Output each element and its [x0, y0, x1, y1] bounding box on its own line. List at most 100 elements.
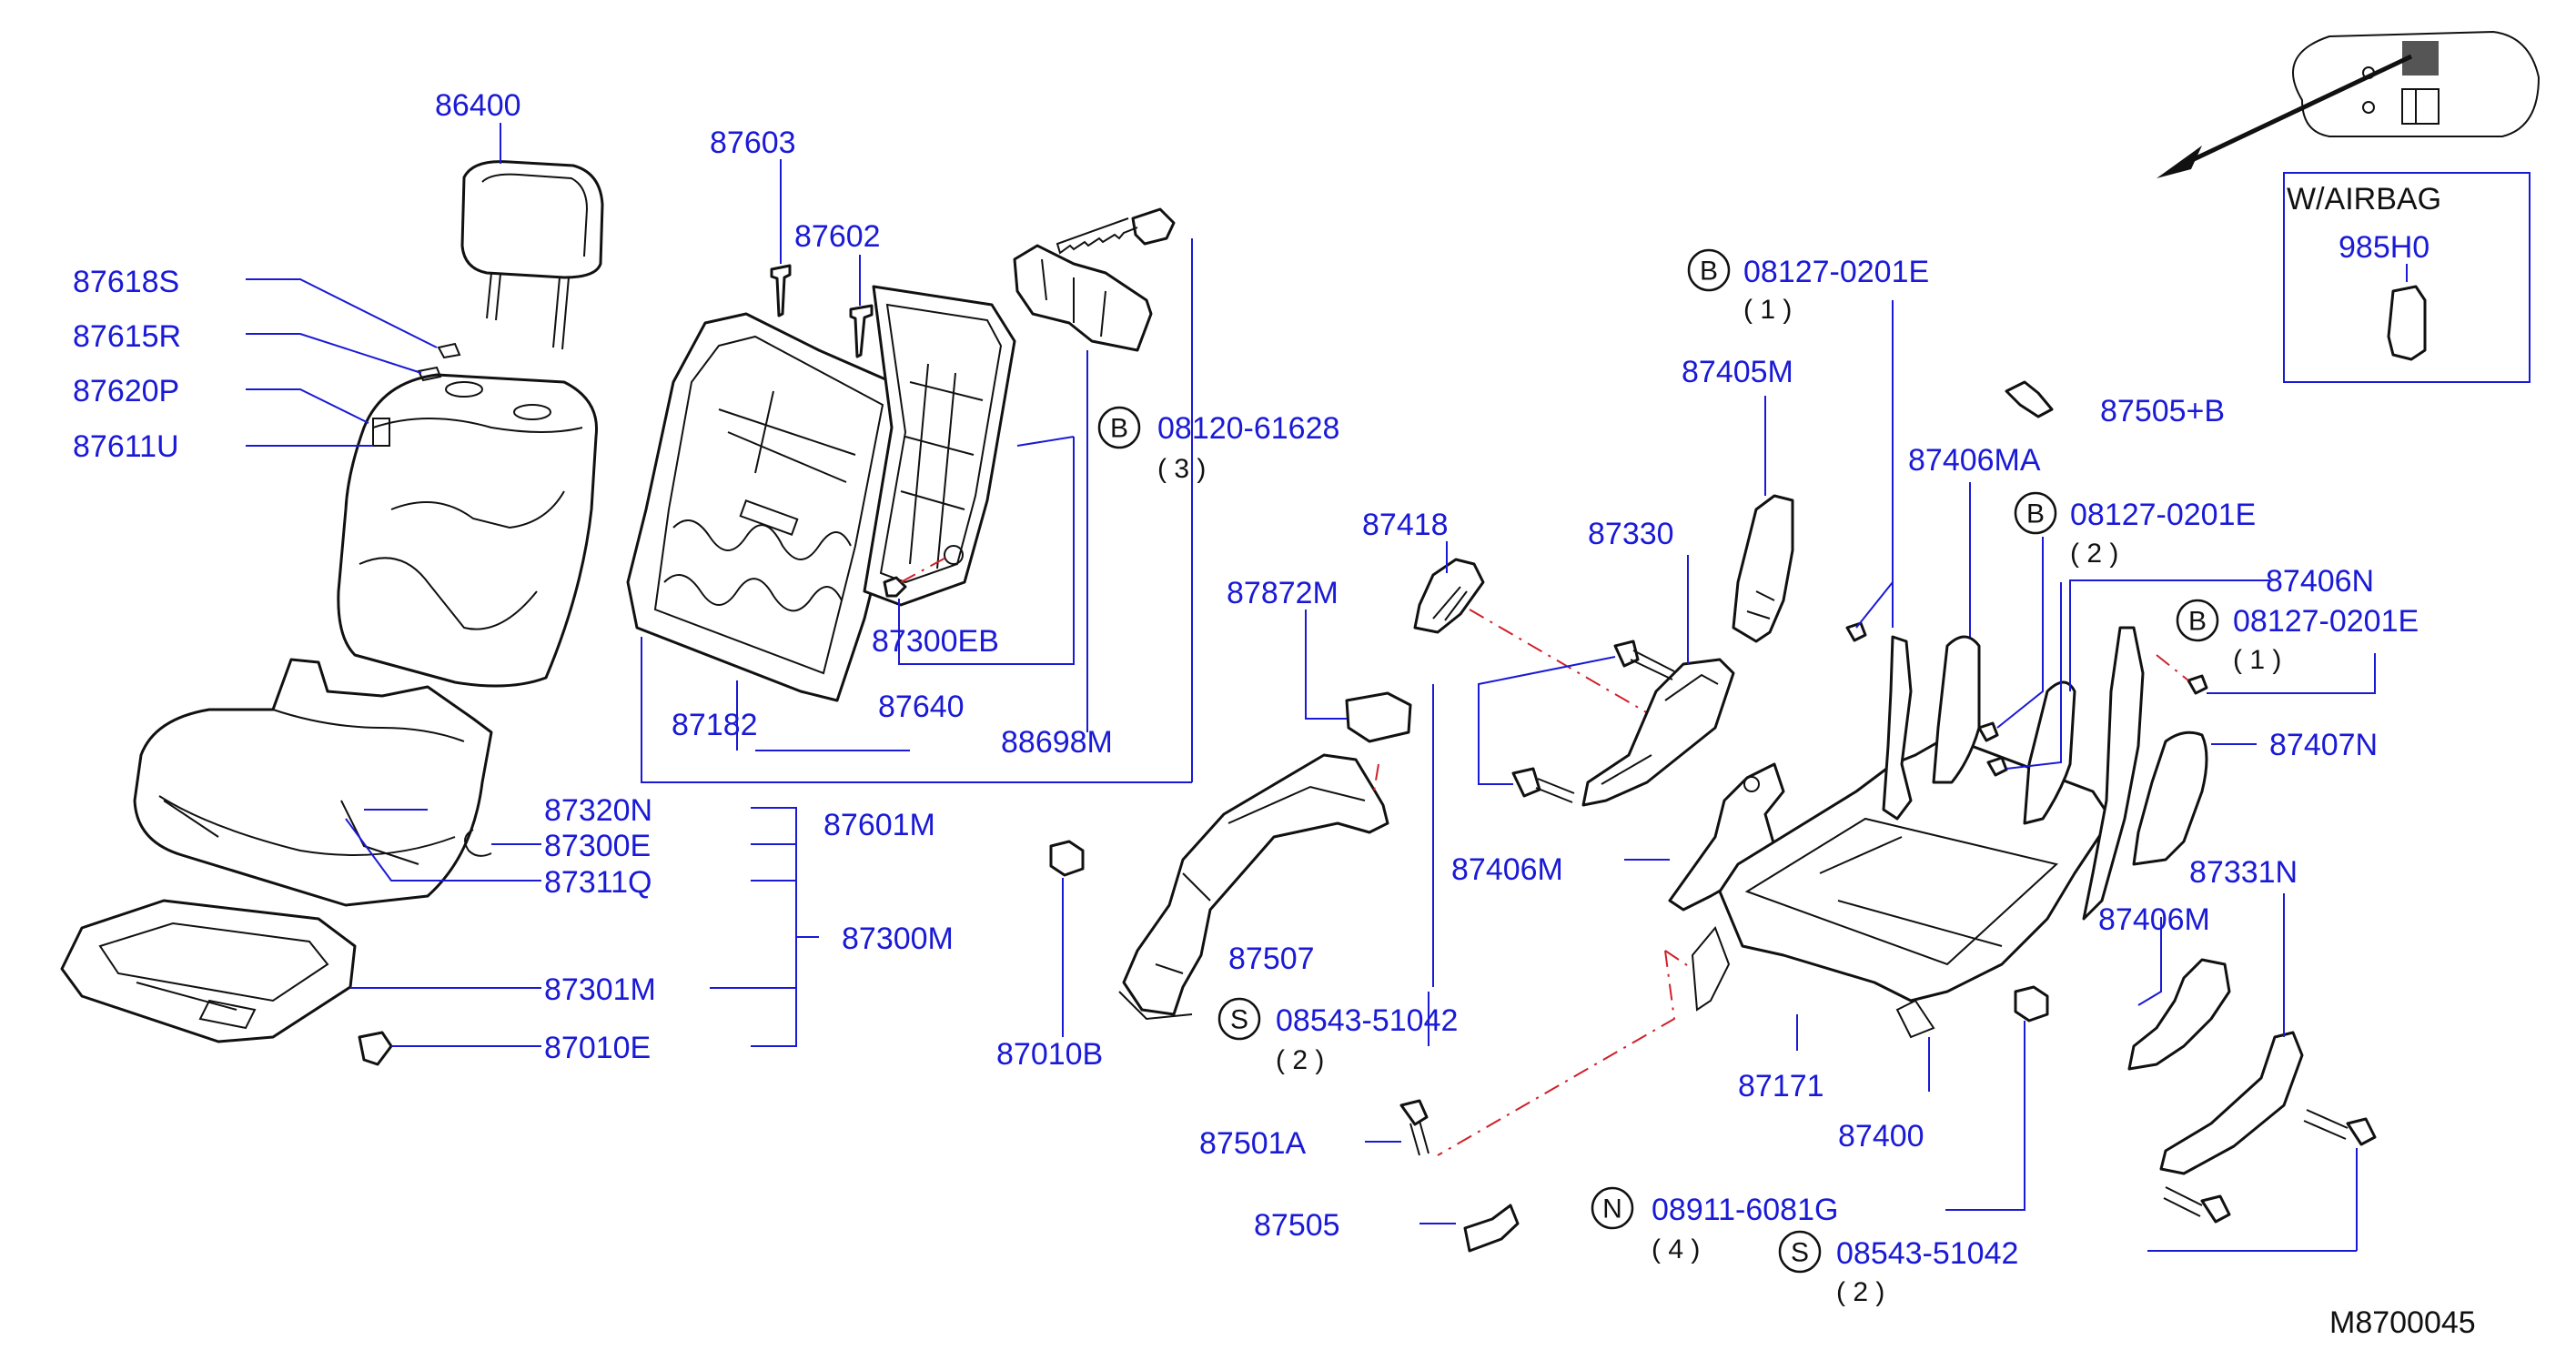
clip-87505-drawing [1463, 1204, 1520, 1253]
label-87330: 87330 [1588, 517, 1674, 551]
leader-lines [246, 123, 2408, 1252]
label-87640: 87640 [878, 690, 965, 724]
seat-track-87400-drawing [1691, 735, 2113, 1039]
svg-text:( 4 ): ( 4 ) [1652, 1234, 1700, 1264]
seat-cushion-drawing [133, 658, 493, 907]
label-87406ma: 87406MA [1908, 443, 2041, 478]
svg-text:( 1 ): ( 1 ) [2233, 645, 2281, 675]
svg-text:( 2 ): ( 2 ) [2070, 539, 2118, 569]
bolt-b2-b-drawing [1986, 756, 2008, 777]
svg-text:B: B [2026, 499, 2045, 529]
clip-87505b-drawing [2005, 380, 2054, 418]
seatback-frame-drawing [626, 312, 921, 702]
dash-87406m [1664, 950, 1693, 970]
label-87010b: 87010B [996, 1037, 1103, 1072]
cover-87405m-drawing [1732, 494, 1794, 643]
dash-87872m [1373, 763, 1379, 792]
label-87301m: 87301M [544, 972, 656, 1007]
fastener-callout-6: S 08543-51042 ( 2 ) [1778, 1230, 2018, 1307]
fastener-callout-3: B 08127-0201E ( 1 ) [2176, 599, 2419, 675]
svg-text:08543-51042: 08543-51042 [1836, 1236, 2018, 1271]
vehicle-inset-drawing [2157, 30, 2541, 178]
svg-text:B: B [1110, 414, 1128, 444]
bolt-87330-a-drawing [1613, 640, 1675, 680]
label-87311q: 87311Q [544, 865, 652, 900]
svg-text:B: B [2188, 607, 2207, 637]
label-87407n: 87407N [2269, 728, 2378, 762]
seat-pan-drawing [60, 899, 357, 1043]
label-87611u: 87611U [73, 429, 179, 464]
label-87601m: 87601M [823, 808, 935, 842]
inset-title: W/AIRBAG [2287, 182, 2441, 217]
label-87300m: 87300M [842, 922, 954, 956]
bolt-08120-drawing [1056, 207, 1176, 255]
svg-text:( 1 ): ( 1 ) [1743, 295, 1792, 325]
dash-87501a [1437, 950, 1676, 1156]
label-88698m: 88698M [1001, 725, 1113, 760]
label-87406m-right: 87406M [2098, 902, 2210, 937]
ring-87300e-drawing [464, 829, 492, 857]
label-87501a: 87501A [1199, 1126, 1307, 1161]
label-87602: 87602 [794, 219, 881, 254]
seatback-drawing [337, 373, 599, 688]
screw-87603-drawing [770, 264, 792, 317]
label-87331n: 87331N [2189, 855, 2298, 890]
tag-87615r-drawing [417, 366, 442, 382]
svg-text:( 3 ): ( 3 ) [1157, 454, 1206, 484]
svg-text:08120-61628: 08120-61628 [1157, 411, 1339, 446]
label-87400: 87400 [1838, 1119, 1924, 1154]
label-87300eb: 87300EB [872, 624, 999, 659]
tag-87618s-drawing [437, 342, 461, 359]
label-87010e: 87010E [544, 1031, 651, 1065]
nut-08911-drawing [2014, 985, 2049, 1023]
fastener-callout-4: S 08543-51042 ( 2 ) [1217, 997, 1458, 1075]
label-87603: 87603 [710, 126, 796, 160]
svg-text:S: S [1791, 1238, 1809, 1268]
svg-text:B: B [1700, 257, 1718, 287]
cover-87407n-drawing [2132, 730, 2208, 866]
label-87406m: 87406M [1451, 852, 1563, 887]
screw-87602-drawing [849, 304, 874, 358]
label-87320n: 87320N [544, 793, 652, 828]
bolt-87331n-a-drawing [2303, 1109, 2377, 1146]
label-87405m: 87405M [1682, 355, 1793, 389]
svg-text:08127-0201E: 08127-0201E [1743, 255, 1929, 289]
cover-87330-drawing [1581, 658, 1735, 807]
plate-87406m-drawing [1668, 762, 1785, 912]
nut-87010b-drawing [1049, 840, 1085, 877]
label-87615r: 87615R [73, 319, 181, 354]
fastener-callout-5: N 08911-6081G ( 4 ) [1591, 1186, 1838, 1264]
label-87505b: 87505+B [2100, 394, 2225, 428]
label-87872m: 87872M [1227, 576, 1339, 610]
svg-text:( 2 ): ( 2 ) [1836, 1277, 1884, 1307]
rail-cover-87507-drawing [1118, 753, 1389, 1021]
label-87171: 87171 [1738, 1069, 1824, 1103]
dash-87300eb [900, 554, 952, 583]
svg-text:N: N [1602, 1194, 1622, 1224]
label-87300e: 87300E [544, 829, 651, 863]
clip-87300eb-drawing [883, 576, 907, 598]
fastener-callout-1: B 08127-0201E ( 1 ) [1687, 248, 1929, 325]
inset-part-985h0: 985H0 [2339, 230, 2430, 265]
svg-text:08911-6081G: 08911-6081G [1652, 1193, 1838, 1227]
bolt-b2-a-drawing [1977, 721, 1999, 742]
svg-text:( 2 ): ( 2 ) [1276, 1045, 1324, 1075]
airbag-inset-box [2283, 172, 2531, 383]
bolt-87330-b-drawing [1511, 767, 1575, 803]
label-86400: 86400 [435, 88, 521, 123]
lever-87418-drawing [1413, 558, 1485, 634]
pad-87872m-drawing [1345, 691, 1412, 743]
label-87418: 87418 [1362, 508, 1449, 542]
airbag-part-drawing [2387, 285, 2427, 361]
diagram-id: M8700045 [2329, 1305, 2476, 1340]
bolt-b3-drawing [2187, 674, 2208, 695]
cover-87331n-drawing [2159, 1031, 2304, 1175]
label-87618s: 87618S [73, 265, 179, 299]
bolt-b1-drawing [1845, 621, 1867, 642]
fastener-callout-0: B 08120-61628 ( 3 ) [1097, 406, 1339, 484]
svg-text:S: S [1230, 1005, 1248, 1035]
seatback-board-drawing [863, 285, 1016, 607]
svg-text:08127-0201E: 08127-0201E [2070, 498, 2256, 532]
bolt-87331n-b-drawing [2163, 1186, 2231, 1224]
